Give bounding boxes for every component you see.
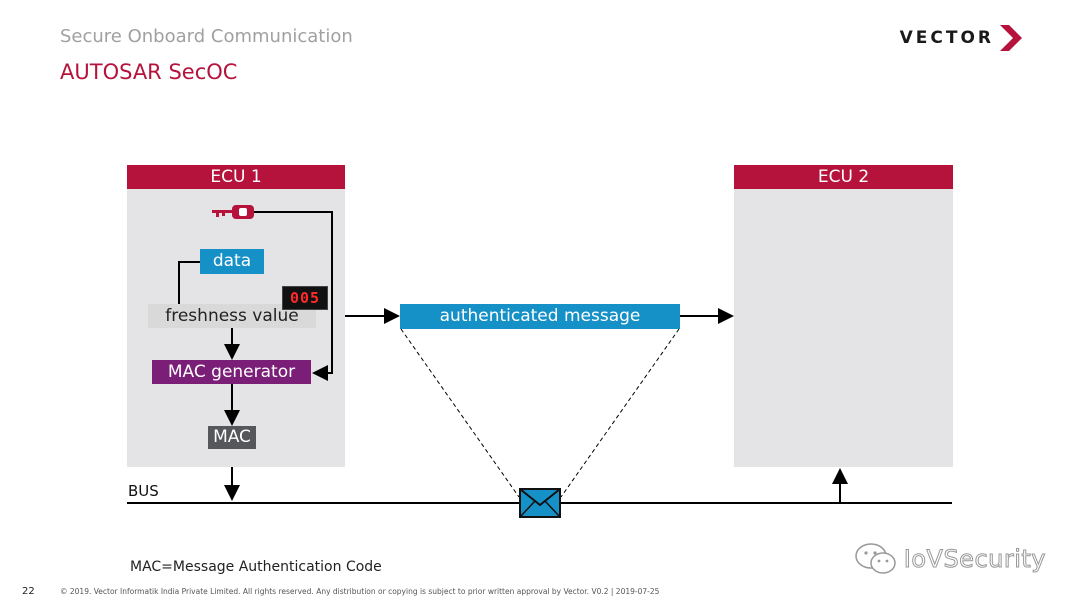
logo-text: VECTOR (899, 28, 994, 48)
mac-generator-box: MAC generator (152, 360, 311, 384)
ecu1-header: ECU 1 (127, 165, 345, 189)
mac-footnote: MAC=Message Authentication Code (130, 559, 382, 575)
mac-box: MAC (208, 426, 256, 449)
page-number: 22 (22, 586, 35, 597)
key-icon (212, 205, 254, 219)
vector-chevron-icon (1000, 25, 1022, 51)
ecu2-header: ECU 2 (734, 165, 953, 189)
authenticated-message-box: authenticated message (400, 304, 680, 329)
page-title: AUTOSAR SecOC (60, 60, 238, 84)
data-box: data (200, 249, 264, 274)
counter-display-icon: 005 (282, 286, 328, 310)
wechat-icon (855, 543, 896, 574)
watermark-text: IoVSecurity (903, 545, 1046, 574)
envelope-icon (519, 488, 561, 518)
ecu2-panel (734, 165, 953, 467)
watermark: IoVSecurity (854, 542, 1046, 576)
copyright-notice: © 2019. Vector Informatik India Private … (60, 587, 660, 596)
page-subtitle: Secure Onboard Communication (60, 26, 353, 47)
bus-label: BUS (128, 482, 159, 500)
freshness-value-box: freshness value (148, 304, 316, 328)
counter-value: 005 (289, 289, 321, 307)
vector-logo: VECTOR (900, 24, 1022, 52)
